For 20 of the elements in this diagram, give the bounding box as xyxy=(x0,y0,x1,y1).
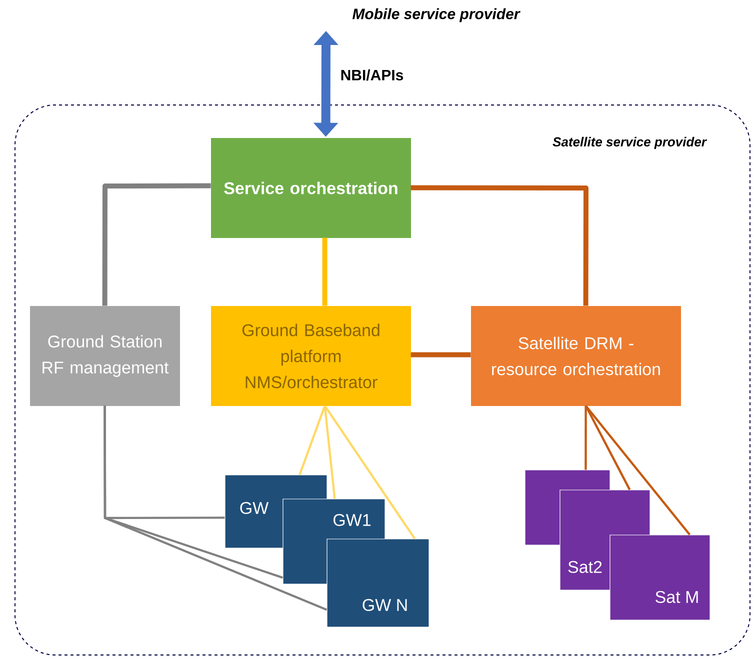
gateway-box: GW N xyxy=(326,538,430,628)
connector-line xyxy=(584,406,587,470)
edge-label: NBI/APIs xyxy=(338,67,406,83)
process-box: Ground Station RF management xyxy=(30,306,180,406)
connector-line xyxy=(324,405,416,540)
connector-line xyxy=(410,352,471,358)
process-box: Satellite DRM - resource orchestration xyxy=(471,306,681,406)
heading: Mobile service provider xyxy=(352,8,520,22)
connector-line xyxy=(584,405,631,490)
connector-line xyxy=(324,406,336,499)
connector-line xyxy=(298,405,326,476)
connector-line xyxy=(102,183,211,306)
connector-line xyxy=(104,406,328,611)
connector-line xyxy=(410,185,588,306)
process-box: Ground Baseband platform NMS/orchestrator xyxy=(211,306,411,406)
process-box: Service orchestration xyxy=(211,138,411,238)
connector-line xyxy=(584,405,691,536)
group-heading: Satellite service provider xyxy=(552,136,708,150)
connector-line xyxy=(322,238,328,306)
satellite-box: Sat M xyxy=(610,534,710,620)
